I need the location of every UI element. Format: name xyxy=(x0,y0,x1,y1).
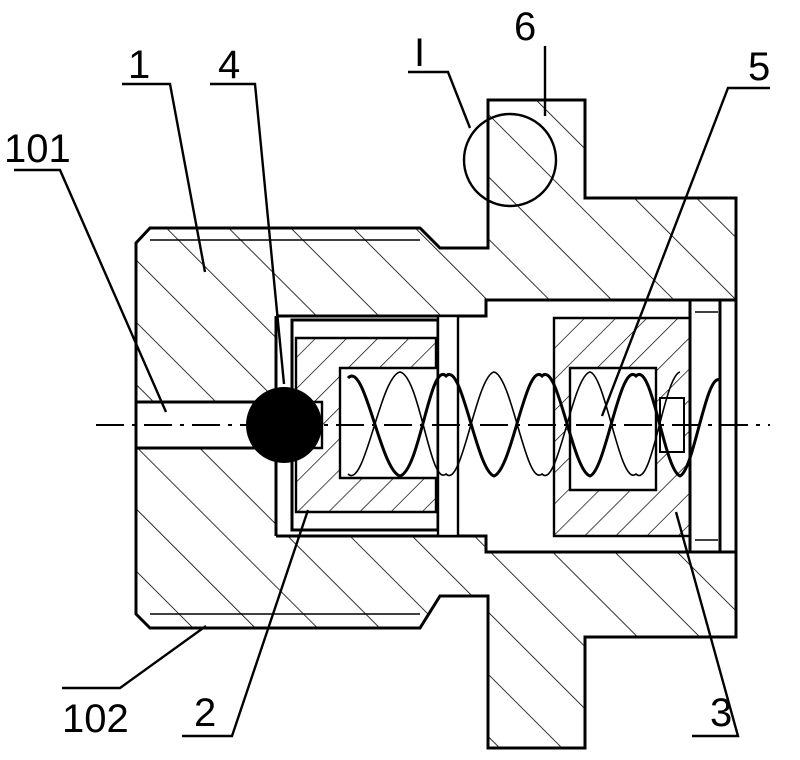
label-1: 1 xyxy=(128,43,150,87)
label-3: 3 xyxy=(710,691,732,735)
label-5: 5 xyxy=(748,45,770,89)
label-I: I xyxy=(414,31,425,75)
check-ball-4 xyxy=(246,387,322,463)
label-101: 101 xyxy=(4,127,71,171)
inlet-bore xyxy=(136,400,276,450)
leader-lines xyxy=(14,46,770,738)
label-6: 6 xyxy=(514,5,536,49)
label-102: 102 xyxy=(62,697,129,741)
spring-5 xyxy=(346,371,721,478)
detail-circle-I xyxy=(462,112,558,208)
label-4: 4 xyxy=(218,43,240,87)
label-2: 2 xyxy=(194,691,216,735)
